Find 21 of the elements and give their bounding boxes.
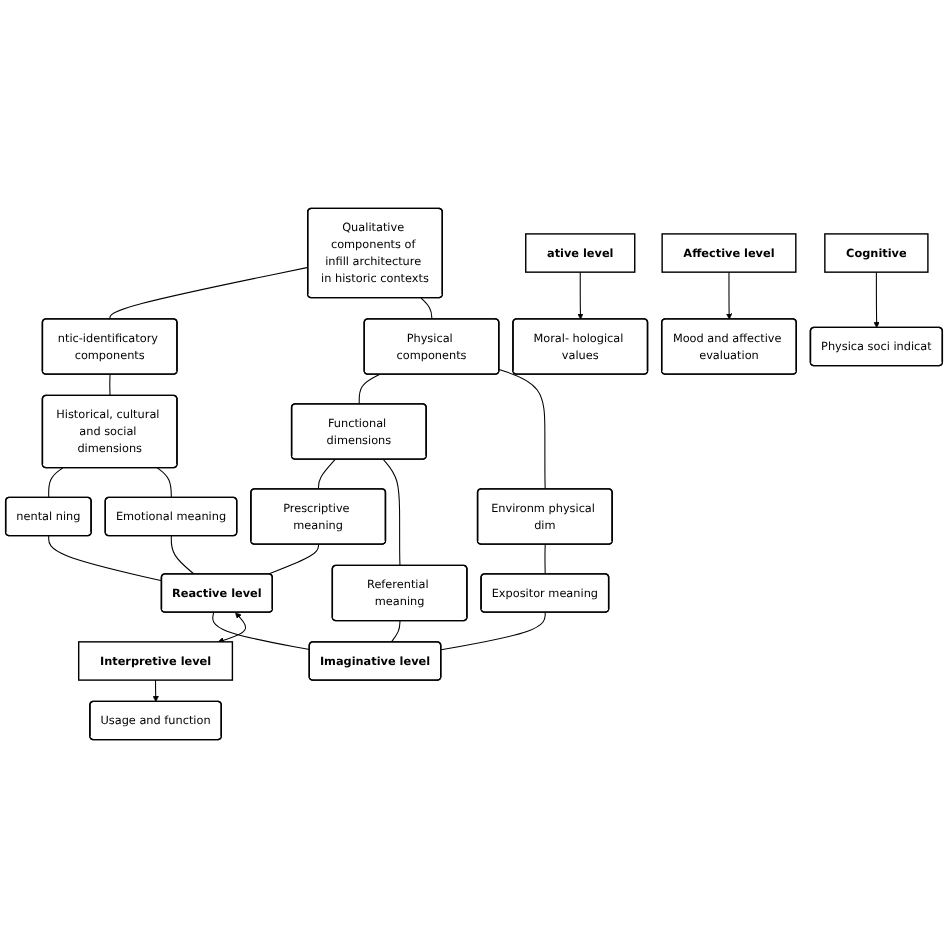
connector (170, 535, 195, 575)
arrow (152, 679, 159, 702)
connector (440, 611, 546, 651)
arrow (577, 271, 584, 320)
connector (544, 543, 546, 575)
arrow (873, 271, 880, 329)
connector (358, 373, 380, 405)
connector (420, 297, 433, 320)
arrow (726, 271, 733, 320)
connector (390, 620, 401, 643)
connector (109, 266, 309, 320)
arrow (217, 612, 247, 644)
connector (317, 458, 336, 490)
connector (382, 458, 401, 567)
connector (109, 373, 111, 397)
connector (48, 467, 64, 499)
connector (48, 535, 163, 582)
connector (498, 369, 546, 490)
connector (267, 543, 320, 575)
connector (212, 611, 311, 651)
connector (156, 467, 172, 499)
